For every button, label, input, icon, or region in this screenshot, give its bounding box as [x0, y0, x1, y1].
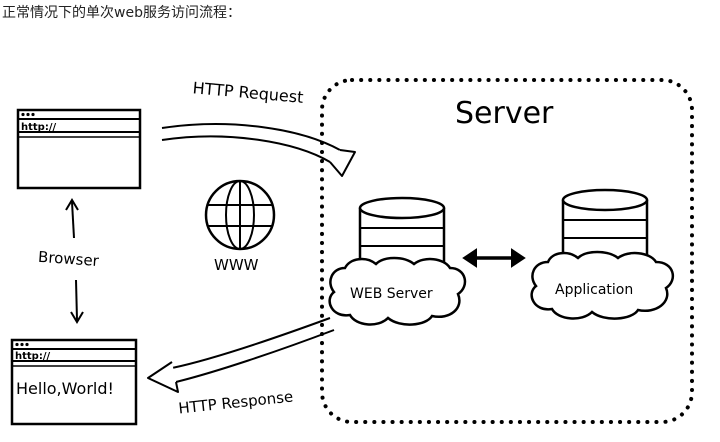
http-request-label: HTTP Request: [192, 78, 304, 107]
browser-label: Browser: [38, 248, 101, 270]
browser-bottom-content: Hello,World!: [16, 379, 114, 398]
bidirectional-arrow: [462, 248, 526, 268]
server-title: Server: [455, 96, 554, 131]
web-server-cloud: [328, 256, 467, 326]
http-request-arrow: [161, 123, 356, 177]
application-label: Application: [555, 282, 633, 298]
http-response-arrow: [147, 317, 335, 393]
globe-icon: [204, 179, 276, 251]
application-cloud: [530, 250, 675, 320]
browser-window-top: http://: [16, 108, 142, 190]
page-caption: 正常情况下的单次web服务访问流程：: [2, 5, 241, 21]
server-boundary: [320, 78, 694, 424]
web-server-label: WEB Server: [350, 286, 433, 302]
www-label: WWW: [214, 256, 259, 274]
browser-bottom-url: http://: [15, 351, 50, 362]
browser-top-url: http://: [21, 122, 56, 133]
browser-window-bottom: http:// Hello,World!: [10, 338, 138, 426]
browser-label-group: Browser: [38, 198, 101, 324]
http-response-label: HTTP Response: [178, 388, 294, 418]
